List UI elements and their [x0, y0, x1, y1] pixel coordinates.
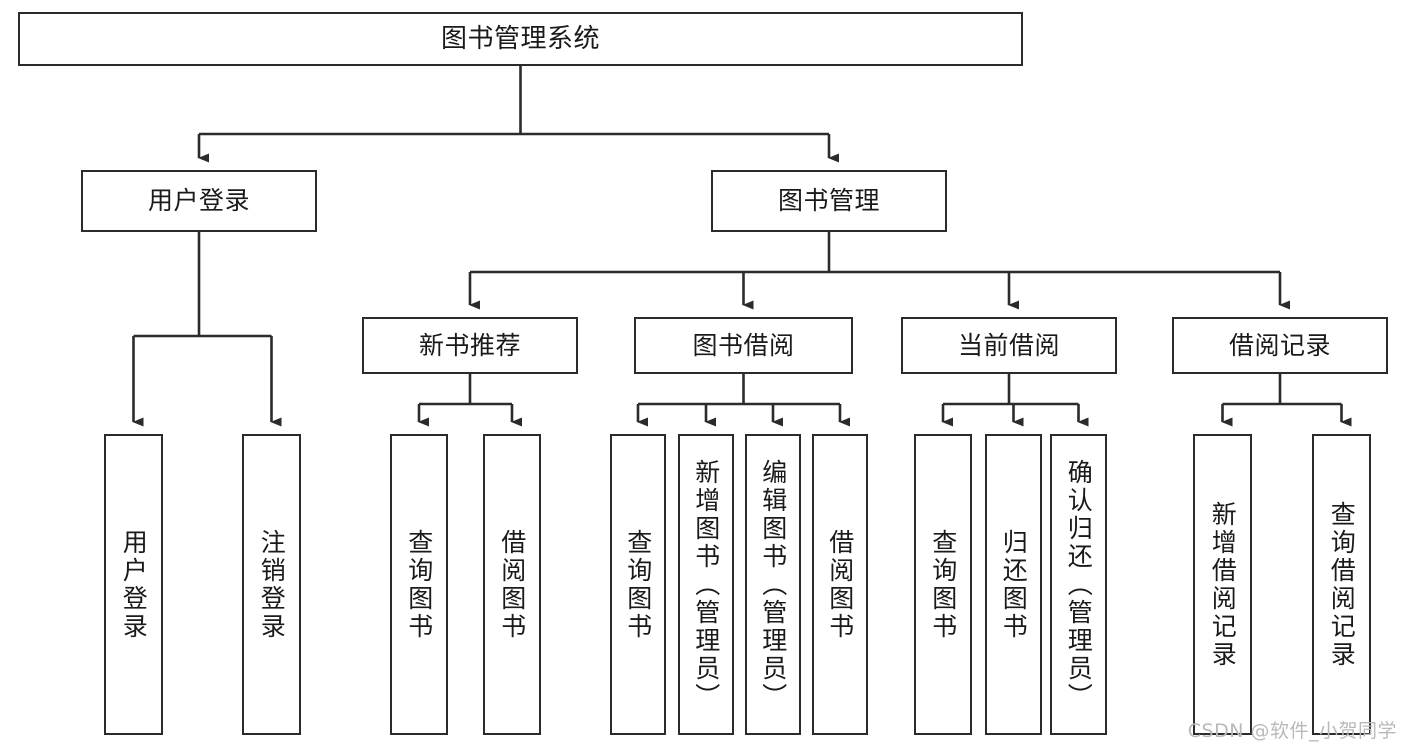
node-label-leaf-edit-book-admin: 编辑图书（管理员） — [758, 458, 788, 711]
node-leaf-add-book-admin: 新增图书（管理员） — [678, 434, 734, 735]
node-leaf-confirm-return-admin: 确认归还（管理员） — [1050, 434, 1107, 735]
node-label-leaf-query-book-current: 查询图书 — [928, 528, 958, 641]
node-label-leaf-add-book-admin: 新增图书（管理员） — [691, 458, 721, 711]
node-label-new-book-recommend: 新书推荐 — [418, 330, 521, 360]
node-leaf-borrow-book: 借阅图书 — [812, 434, 868, 735]
csdn-watermark: CSDN @软件_小贺同学 — [1187, 720, 1397, 742]
node-label-leaf-borrow-book: 借阅图书 — [825, 528, 855, 641]
node-label-leaf-user-login: 用户登录 — [119, 528, 149, 641]
node-label-book-manage: 图书管理 — [777, 186, 880, 216]
node-label-user-login: 用户登录 — [147, 186, 250, 216]
node-user-login: 用户登录 — [81, 170, 317, 232]
node-label-leaf-return-book: 归还图书 — [999, 528, 1029, 641]
node-new-book-recommend: 新书推荐 — [362, 317, 578, 374]
node-label-leaf-borrow-book-rec: 借阅图书 — [497, 528, 527, 641]
node-label-leaf-query-book-borrow: 查询图书 — [623, 528, 653, 641]
node-label-leaf-query-book-rec: 查询图书 — [404, 528, 434, 641]
node-label-book-borrow: 图书借阅 — [692, 330, 795, 360]
node-leaf-logout: 注销登录 — [242, 434, 301, 735]
node-label-leaf-add-borrow-record: 新增借阅记录 — [1208, 500, 1238, 669]
node-book-borrow: 图书借阅 — [634, 317, 853, 374]
node-leaf-return-book: 归还图书 — [985, 434, 1042, 735]
node-leaf-user-login: 用户登录 — [104, 434, 163, 735]
node-label-current-borrow: 当前借阅 — [957, 330, 1060, 360]
node-leaf-query-book-borrow: 查询图书 — [610, 434, 666, 735]
node-label-root: 图书管理系统 — [440, 23, 600, 54]
node-leaf-add-borrow-record: 新增借阅记录 — [1193, 434, 1252, 735]
node-book-manage: 图书管理 — [711, 170, 947, 232]
node-borrow-record: 借阅记录 — [1172, 317, 1388, 374]
node-leaf-query-book-rec: 查询图书 — [390, 434, 448, 735]
node-leaf-edit-book-admin: 编辑图书（管理员） — [745, 434, 801, 735]
node-current-borrow: 当前借阅 — [901, 317, 1117, 374]
node-root: 图书管理系统 — [18, 12, 1023, 66]
node-label-leaf-logout: 注销登录 — [257, 528, 287, 641]
node-label-leaf-confirm-return-admin: 确认归还（管理员） — [1064, 458, 1094, 711]
node-label-leaf-query-borrow-record: 查询借阅记录 — [1327, 500, 1357, 669]
node-leaf-borrow-book-rec: 借阅图书 — [483, 434, 541, 735]
node-leaf-query-borrow-record: 查询借阅记录 — [1312, 434, 1371, 735]
node-leaf-query-book-current: 查询图书 — [914, 434, 972, 735]
node-label-borrow-record: 借阅记录 — [1228, 330, 1331, 360]
